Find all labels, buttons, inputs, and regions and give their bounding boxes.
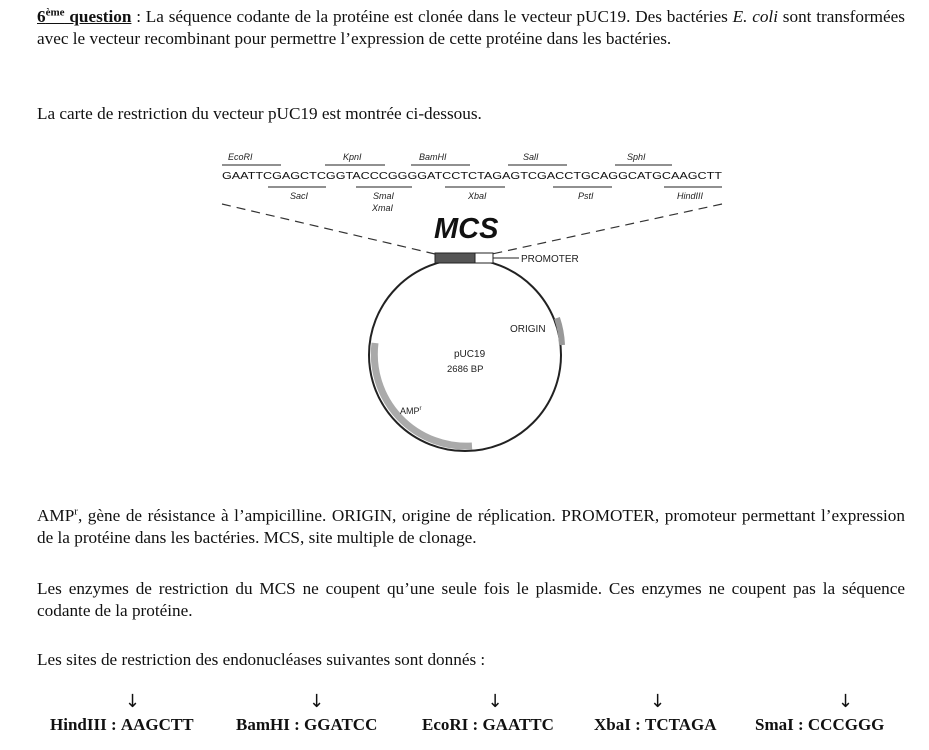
- promoter-segment: [474, 252, 494, 264]
- site-ecori: EcoRI : ↓GAATTC: [422, 691, 554, 734]
- cut-arrow-icon: ↓: [650, 691, 666, 712]
- site-label-saci: SacI: [290, 191, 309, 201]
- enzymes-note: Les enzymes de restriction du MCS ne cou…: [37, 579, 905, 620]
- cut-arrow-icon: ↓: [487, 691, 503, 712]
- legend-paragraph: AMPr, gène de résistance à l’ampicilline…: [37, 505, 905, 547]
- site-label-bamhi: BamHI: [419, 152, 447, 162]
- site-label-ecori: EcoRI: [228, 152, 253, 162]
- site-label-xmai: XmaI: [371, 203, 394, 213]
- mcs-dashed-line-right: [491, 203, 723, 255]
- site-label-sphi: SphI: [627, 152, 646, 162]
- origin-arc: [554, 317, 565, 346]
- species-name: E. coli: [732, 7, 778, 26]
- site-label-kpni: KpnI: [343, 152, 362, 162]
- site-label-psti: PstI: [578, 191, 594, 201]
- plasmid-name: pUC19: [454, 349, 486, 360]
- site-hindiii: HindIII : ↓AAGCTT: [50, 691, 194, 734]
- site-label-sali: SalI: [523, 152, 539, 162]
- cut-arrow-icon: ↓: [309, 691, 325, 712]
- amp-label: AMPr: [400, 406, 422, 416]
- sites-intro: Les sites de restriction des endonucléas…: [37, 650, 486, 669]
- restriction-sites-list: HindIII : ↓AAGCTT BamHI : ↓GGATCC EcoRI …: [0, 690, 929, 740]
- plasmid-size: 2686 BP: [447, 364, 483, 375]
- cut-arrow-icon: ↓: [837, 691, 853, 712]
- promoter-label: PROMOTER: [521, 254, 579, 265]
- mcs-sequence: GAATTCGAGCTCGGTACCCGGGGATCCTCTAGAGTCGACC…: [222, 171, 723, 182]
- site-bamhi: BamHI : ↓GGATCC: [236, 691, 378, 734]
- mcs-dashed-line-left: [221, 203, 436, 255]
- question-label: 6ème question: [37, 6, 132, 26]
- map-intro: La carte de restriction du vecteur pUC19…: [37, 104, 482, 123]
- amp-arc: [370, 342, 473, 450]
- site-label-smai: SmaI: [373, 191, 395, 201]
- question-paragraph: 6ème question : La séquence codante de l…: [37, 6, 905, 48]
- puc19-restriction-map: EcoRI KpnI BamHI SalI SphI GAATTCGAGCTCG…: [221, 152, 723, 452]
- site-label-xbai: XbaI: [467, 191, 487, 201]
- site-xbai: XbaI : ↓TCTAGA: [594, 691, 717, 734]
- origin-label: ORIGIN: [510, 324, 546, 335]
- mcs-segment: [434, 252, 476, 264]
- mcs-label: MCS: [434, 213, 499, 245]
- site-smai: SmaI : ↓CCCGGG: [755, 691, 885, 734]
- site-label-hindiii: HindIII: [677, 191, 704, 201]
- cut-arrow-icon: ↓: [124, 691, 140, 712]
